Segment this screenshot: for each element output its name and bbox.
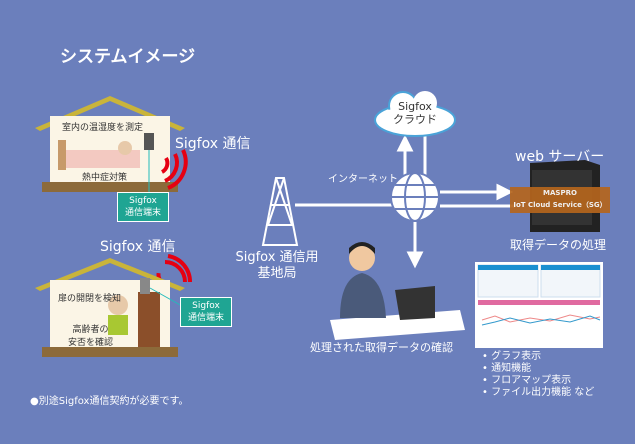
device-label-line: Sigfox <box>129 196 157 206</box>
user-caption: 処理された取得データの確認 <box>310 341 453 354</box>
base-station-label: Sigfox 通信用 基地局 <box>232 250 322 282</box>
device-label-line: Sigfox <box>192 301 220 311</box>
feature-item: • 通知機能 <box>482 363 532 374</box>
house-2-caption-door: 扉の開閉を検知 <box>58 294 122 304</box>
feature-label: ファイル出力機能 など <box>491 387 595 398</box>
feature-item: • グラフ表示 <box>482 351 542 362</box>
cloud-icon <box>374 91 456 137</box>
server-brand-label: MASPRO IoT Cloud Service（SG） <box>510 187 610 213</box>
feature-item: • フロアマップ表示 <box>482 375 572 386</box>
house-2-caption-safety: 高齢者の 安否を確認 <box>68 322 113 348</box>
arrowhead <box>496 183 514 201</box>
house-2-device-label: Sigfox 通信端末 <box>180 297 232 327</box>
user-with-laptop-illustration <box>330 242 465 340</box>
device-label-line: 通信端末 <box>187 313 224 323</box>
label-line: Sigfox <box>398 100 432 113</box>
house-1-illustration <box>35 96 185 195</box>
house-1-signal-label: Sigfox 通信 <box>175 136 251 152</box>
page-title: システムイメージ <box>60 47 196 67</box>
arrowhead <box>396 134 414 152</box>
dashboard-screenshot <box>475 262 603 348</box>
feature-item: • ファイル出力機能 など <box>482 387 595 398</box>
feature-label: フロアマップ表示 <box>491 375 572 386</box>
caption-line: 高齢者の <box>72 325 109 335</box>
brand-line: MASPRO <box>543 189 577 197</box>
contract-note: ●別途Sigfox通信契約が必要です。 <box>30 396 189 407</box>
signal-waves-icon <box>156 149 193 287</box>
house-1-device-label: Sigfox 通信端末 <box>117 192 169 222</box>
label-line: クラウド <box>393 113 437 126</box>
feature-label: グラフ表示 <box>491 351 542 362</box>
label-line: Sigfox 通信用 <box>235 250 319 265</box>
house-2-illustration <box>35 258 185 357</box>
house-1-caption-heatstroke: 熱中症対策 <box>82 173 128 183</box>
cloud-label: Sigfox クラウド <box>385 100 445 126</box>
globe-icon <box>390 172 440 222</box>
server-caption: 取得データの処理 <box>510 238 607 252</box>
caption-line: 安否を確認 <box>68 338 114 348</box>
internet-label: インターネット <box>328 174 398 185</box>
feature-label: 通知機能 <box>491 363 532 374</box>
label-line: 基地局 <box>257 266 297 281</box>
house-2-signal-label: Sigfox 通信 <box>100 239 176 255</box>
feature-list: • グラフ表示 • 通知機能 • フロアマップ表示 • ファイル出力機能 など <box>482 351 594 399</box>
device-label-line: 通信端末 <box>124 208 161 218</box>
arrowhead <box>406 251 424 269</box>
base-station-tower-icon <box>261 177 299 246</box>
web-server-title: web サーバー <box>515 149 605 165</box>
brand-line: IoT Cloud Service（SG） <box>513 201 607 209</box>
house-1-caption-measure: 室内の温湿度を測定 <box>62 123 144 133</box>
